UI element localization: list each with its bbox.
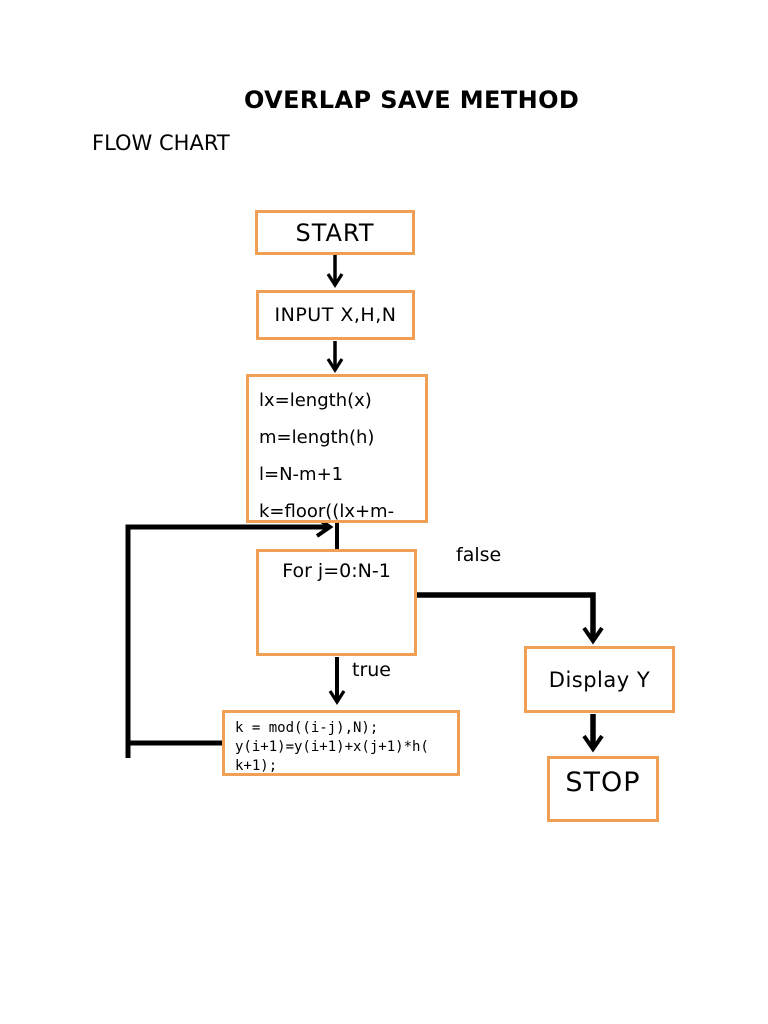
page-title: OVERLAP SAVE METHOD: [244, 86, 580, 114]
input-node-label: INPUT X,H,N: [274, 304, 397, 326]
display-node: Display Y: [524, 646, 675, 713]
arrow-false-to-display: [417, 592, 604, 645]
variables-node: lx=length(x) m=length(h) l=N-m+1 k=floor…: [246, 374, 428, 523]
false-branch-label: false: [456, 544, 502, 566]
variables-line: k=floor((lx+m-: [259, 501, 395, 522]
for-loop-label: For j=0:N-1: [282, 560, 391, 582]
stop-node-label: STOP: [565, 767, 641, 798]
code-node: k = mod((i-j),N); y(i+1)=y(i+1)+x(j+1)*h…: [222, 710, 460, 776]
page-subtitle: FLOW CHART: [92, 131, 230, 155]
for-loop-node: For j=0:N-1: [256, 549, 417, 656]
loop-back-arrow: [125, 516, 334, 746]
code-line: k+1);: [235, 758, 278, 774]
code-line: k = mod((i-j),N);: [235, 720, 379, 736]
display-node-label: Display Y: [548, 667, 651, 692]
stop-node: STOP: [547, 756, 659, 822]
input-node: INPUT X,H,N: [256, 290, 415, 340]
variables-line: m=length(h): [259, 427, 375, 448]
start-node-label: START: [295, 218, 375, 247]
variables-line: lx=length(x): [259, 390, 372, 411]
variables-line: l=N-m+1: [259, 464, 344, 485]
true-branch-label: true: [352, 659, 391, 681]
code-line: y(i+1)=y(i+1)+x(j+1)*h(: [235, 739, 429, 755]
start-node: START: [255, 210, 415, 255]
